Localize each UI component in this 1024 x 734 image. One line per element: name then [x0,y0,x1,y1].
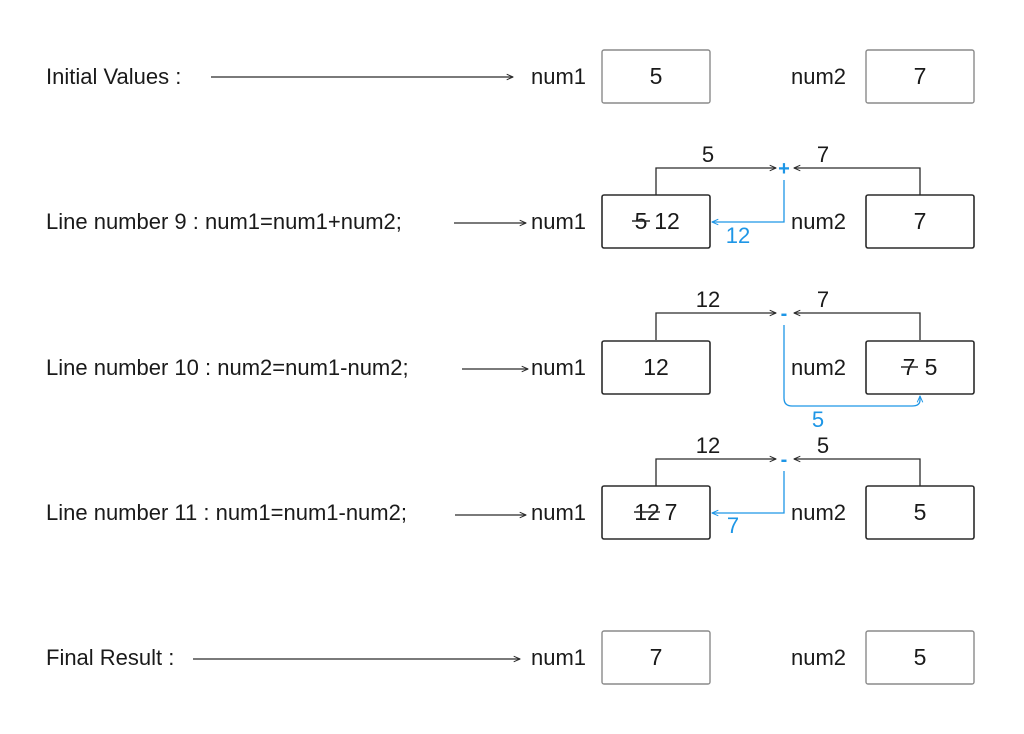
left-operand: 12 [696,287,720,312]
num1-value: 7 [650,644,663,670]
num2-value: 7 [914,208,927,234]
num2-label: num2 [791,500,846,525]
num2-label: num2 [791,209,846,234]
num2-value: 7 [914,63,927,89]
num2-box [865,630,975,685]
num2-box [865,485,975,540]
row-label: Line number 9 : num1=num1+num2; [46,209,402,234]
right-operand-line [794,168,921,195]
num1-label: num1 [531,500,586,525]
operator: - [781,303,788,325]
result-value: 12 [726,223,750,248]
num1-box [601,194,711,249]
row-label: Initial Values : [46,64,181,89]
result-arrow [712,471,785,513]
row-line-9: 5 7 + 12 Line number 9 : num1=num1+num2;… [46,142,975,249]
num1-label: num1 [531,355,586,380]
right-operand: 7 [817,142,829,167]
num1-value: 12 [643,354,669,380]
num2-label: num2 [791,645,846,670]
left-operand-line [655,168,776,195]
num1-label: num1 [531,645,586,670]
left-operand: 12 [696,433,720,458]
operator: - [781,449,788,471]
right-operand: 7 [817,287,829,312]
left-operand: 5 [702,142,714,167]
result-value: 5 [812,407,824,432]
num1-label: num1 [531,209,586,234]
left-operand-line [655,459,776,486]
row-label: Final Result : [46,645,174,670]
num1-box [601,340,711,395]
num1-label: num1 [531,64,586,89]
row-line-11: 12 5 - 7 Line number 11 : num1=num1-num2… [46,433,975,540]
num2-box [865,340,975,395]
right-operand-line [794,313,921,340]
num2-new-value: 5 [925,354,938,380]
num1-box [601,49,711,104]
row-initial: Initial Values : num1 5 num2 7 [46,49,975,104]
right-operand-line [794,459,921,486]
left-operand-line [655,313,776,340]
right-operand: 5 [817,433,829,458]
num1-value: 5 [650,63,663,89]
num1-box [601,630,711,685]
row-line-10: 12 7 - 5 Line number 10 : num2=num1-num2… [46,287,975,432]
row-label: Line number 11 : num1=num1-num2; [46,500,407,525]
num2-value: 5 [914,644,927,670]
num2-box [865,49,975,104]
row-final: Final Result : num1 7 num2 5 [46,630,975,685]
result-arrow [712,180,785,222]
num2-box [865,194,975,249]
num1-new-value: 7 [665,499,678,525]
result-value: 7 [727,513,739,538]
num1-new-value: 12 [654,208,680,234]
row-label: Line number 10 : num2=num1-num2; [46,355,409,380]
num2-value: 5 [914,499,927,525]
result-arrow [783,325,920,407]
num2-label: num2 [791,355,846,380]
num2-label: num2 [791,64,846,89]
operator: + [778,158,790,180]
